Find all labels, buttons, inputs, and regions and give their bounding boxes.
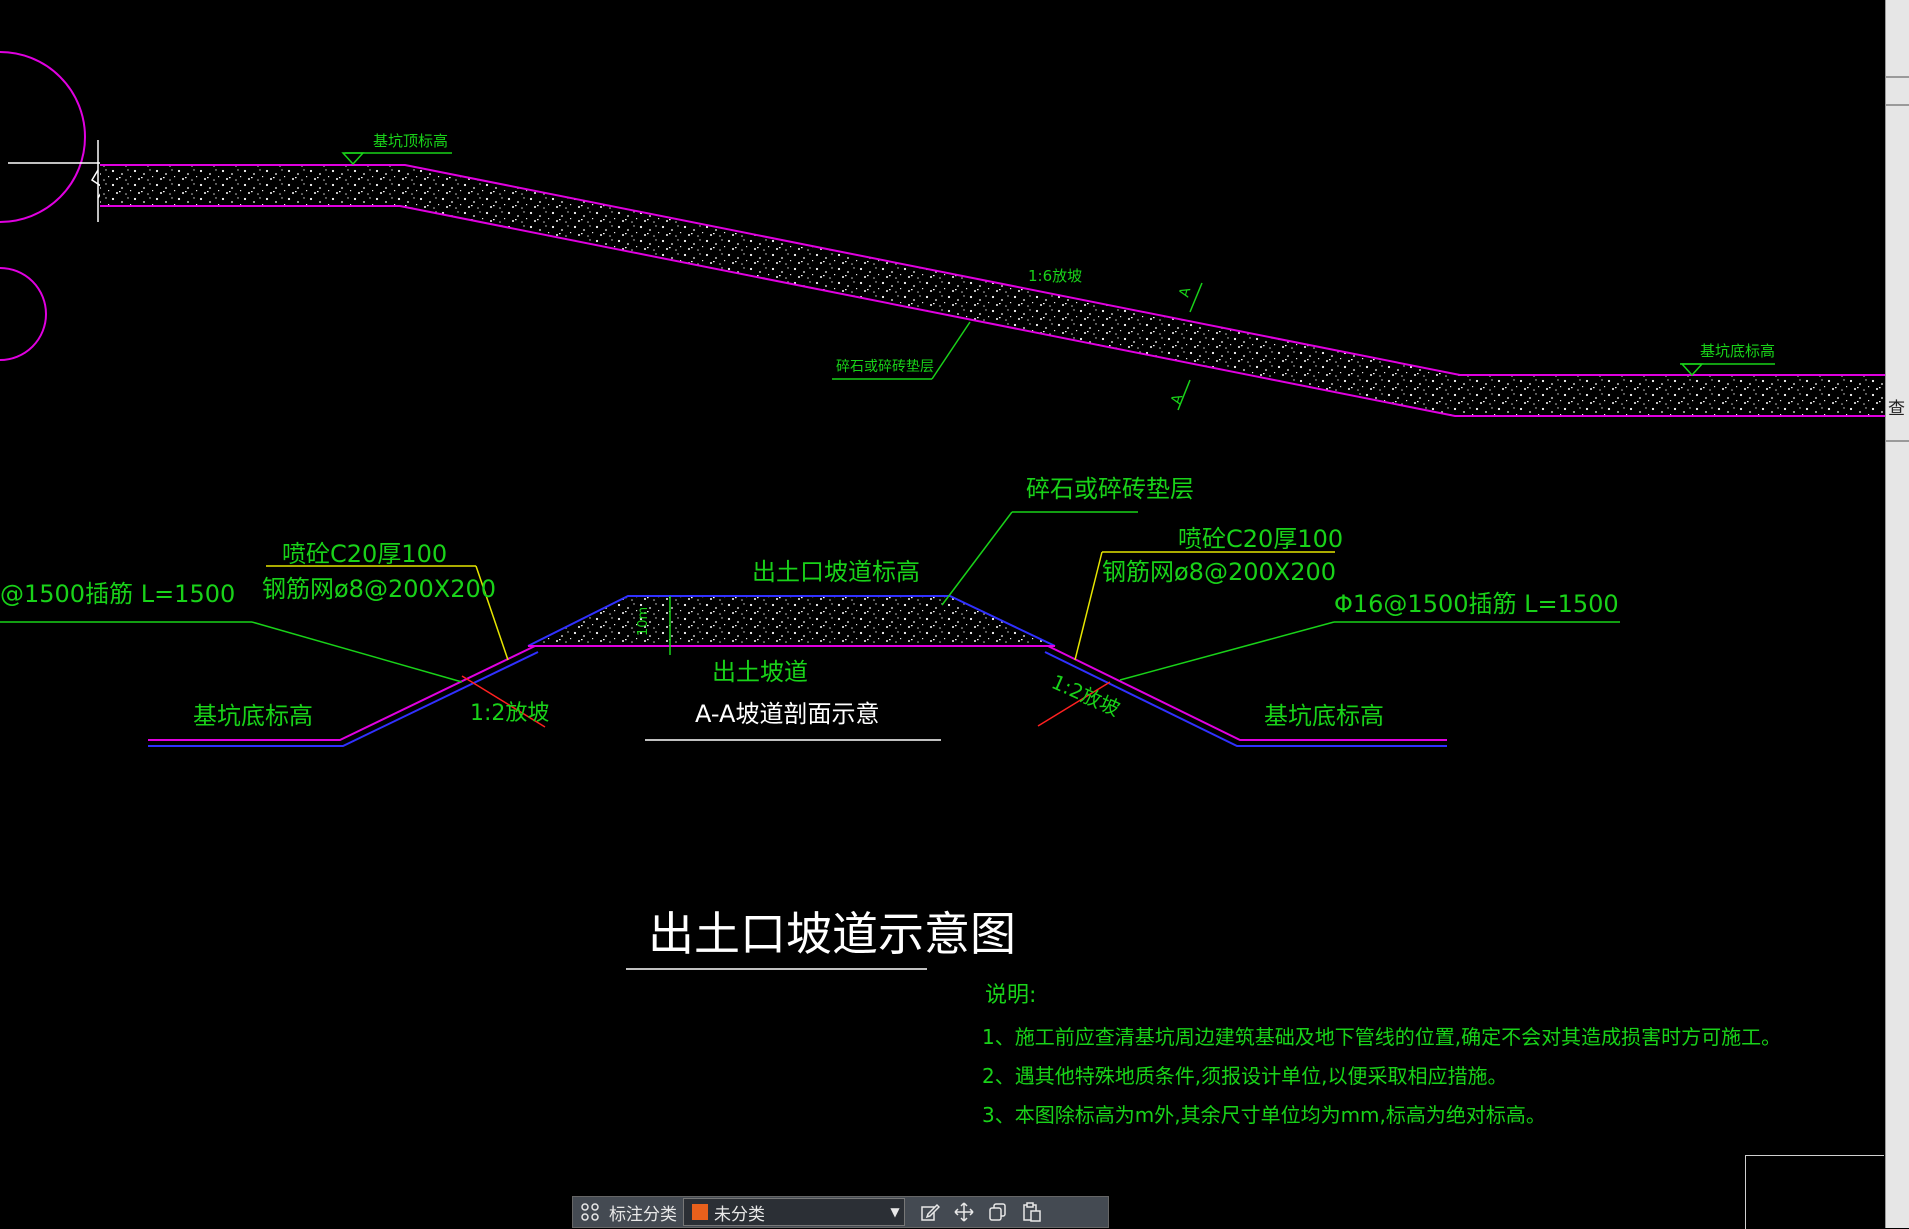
right-rebar-label: Φ16@1500插筋 L=1500 [1334, 590, 1619, 618]
section-top-blue [527, 595, 1056, 647]
right-mesh-label: 钢筋网ø8@200X200 [1102, 558, 1336, 586]
plan-ramp-fill [100, 165, 1885, 416]
section-title: A-A坡道剖面示意 [695, 700, 879, 728]
ramp-label: 出土坡道 [712, 658, 808, 686]
move-icon[interactable] [947, 1197, 981, 1227]
side-panel-tab[interactable]: 查 [1888, 399, 1905, 419]
section-cut-upper [1189, 282, 1203, 313]
thickness-label: 10m [636, 607, 651, 636]
section-mark-upper: A [1176, 285, 1194, 299]
right-rebar-leader-diag [1119, 621, 1335, 681]
section-cut-lower [1177, 379, 1191, 411]
plan-cushion-leader-diag [931, 321, 971, 380]
left-slope-label: 1:2放坡 [470, 701, 549, 726]
left-red-mark [461, 675, 546, 728]
magenta-arc-lower [0, 267, 47, 361]
category-color-swatch [692, 1204, 708, 1220]
ramp-elev-label: 出土口坡道标高 [752, 558, 920, 586]
viewport-corner-box [1745, 1155, 1884, 1229]
cushion-leader-diag [941, 511, 1013, 606]
grid-icon[interactable] [573, 1197, 607, 1227]
right-bottom-label: 基坑底标高 [1264, 702, 1384, 730]
section-cushion-fill [528, 596, 1055, 646]
category-select[interactable]: 未分类 ▼ [683, 1198, 905, 1226]
bottom-elev-triangle [1680, 363, 1704, 377]
left-rebar-label: @1500插筋 L=1500 [0, 580, 235, 608]
chevron-down-icon: ▼ [890, 1205, 900, 1219]
magenta-arc-upper [0, 51, 86, 223]
note-item-3: 3、本图除标高为m外,其余尺寸单位均为mm,标高为绝对标高。 [982, 1103, 1546, 1127]
section-mark-lower: A [1168, 392, 1186, 406]
side-panel-divider [1885, 104, 1909, 106]
right-spray-label: 喷砼C20厚100 [1178, 525, 1343, 553]
left-spray-label: 喷砼C20厚100 [282, 540, 447, 568]
section-left-slope-blue [148, 651, 539, 747]
left-rebar-leader-diag [251, 621, 463, 683]
note-item-1: 1、施工前应查清基坑周边建筑基础及地下管线的位置,确定不会对其造成损害时方可施工… [982, 1025, 1781, 1049]
side-panel-divider [1885, 440, 1909, 442]
paste-icon[interactable] [1015, 1197, 1049, 1227]
plan-ramp-top-edge [100, 164, 1885, 376]
left-mesh-label: 钢筋网ø8@200X200 [262, 575, 496, 603]
plan-bottom-label: 基坑底标高 [1700, 342, 1775, 360]
plan-top-label: 基坑顶标高 [373, 132, 448, 150]
section-right-slope-magenta [1047, 645, 1447, 741]
notes-heading: 说明: [985, 983, 1036, 1008]
section-left-slope-magenta [148, 645, 536, 741]
section-cushion-label: 碎石或碎砖垫层 [1026, 475, 1194, 503]
right-side-panel [1885, 0, 1909, 1228]
annotation-toolbar: 标注分类 未分类 ▼ [572, 1196, 1109, 1228]
copy-icon[interactable] [981, 1197, 1015, 1227]
right-spray-leader-diag [1074, 551, 1103, 661]
note-item-2: 2、遇其他特殊地质条件,须报设计单位,以便采取相应措施。 [982, 1064, 1507, 1088]
top-elev-triangle [341, 152, 365, 166]
main-title: 出土口坡道示意图 [648, 907, 1016, 961]
left-bottom-label: 基坑底标高 [193, 702, 313, 730]
side-panel-divider [1885, 76, 1909, 78]
right-red-mark [1037, 681, 1111, 727]
category-label: 标注分类 [609, 1204, 677, 1225]
plan-cushion-label: 碎石或碎砖垫层 [836, 359, 934, 375]
plan-ramp-bottom-edge [100, 205, 1885, 417]
left-spray-leader-diag [475, 565, 509, 661]
category-value: 未分类 [714, 1204, 765, 1225]
edit-icon[interactable] [913, 1197, 947, 1227]
plan-slope-label: 1:6放坡 [1028, 267, 1082, 285]
